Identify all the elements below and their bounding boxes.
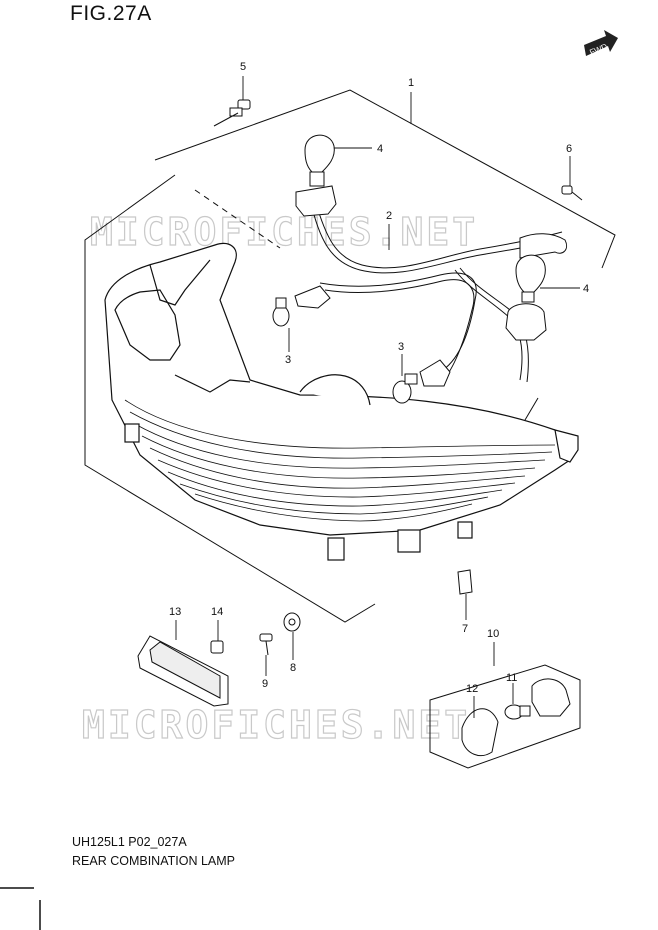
license-lamp-bulb-11 xyxy=(504,704,531,720)
callout-4-upper: 4 xyxy=(377,143,383,155)
model-code: UH125L1 P02_027A xyxy=(72,835,187,849)
callout-13: 13 xyxy=(169,606,181,618)
callout-9: 9 xyxy=(262,678,268,690)
screw-9 xyxy=(259,633,273,656)
screw-5 xyxy=(213,99,251,127)
callout-4-right: 4 xyxy=(583,283,589,295)
callout-1: 1 xyxy=(408,77,414,89)
callout-7: 7 xyxy=(462,623,468,635)
callout-12: 12 xyxy=(466,683,478,695)
bulb-socket-upper xyxy=(295,185,337,217)
license-lamp-box xyxy=(429,664,581,769)
callout-10: 10 xyxy=(487,628,499,640)
watermark-top: MICROFICHES.NET xyxy=(90,210,478,254)
forward-arrow-icon: FWD xyxy=(584,30,618,57)
license-lamp-lens-12 xyxy=(461,708,499,756)
callout-14: 14 xyxy=(211,606,223,618)
callout-8: 8 xyxy=(290,662,296,674)
callout-3-right: 3 xyxy=(398,341,404,353)
assembly-name: REAR COMBINATION LAMP xyxy=(72,854,235,868)
assembly-boundary xyxy=(84,89,616,623)
reflector-13 xyxy=(137,635,229,707)
page-corner-mark xyxy=(0,887,41,930)
leader-lines xyxy=(175,76,580,718)
callout-5: 5 xyxy=(240,61,246,73)
turn-bulb-left xyxy=(272,285,331,327)
wiring-harness xyxy=(309,199,568,383)
grommet-8 xyxy=(283,612,301,632)
callout-2: 2 xyxy=(386,210,392,222)
callout-6: 6 xyxy=(566,143,572,155)
tail-bulb-upper xyxy=(304,134,335,187)
watermark-bottom: MICROFICHES.NET xyxy=(82,703,470,747)
license-lamp-socket xyxy=(531,678,571,717)
screw-6 xyxy=(561,185,583,201)
turn-bulb-right xyxy=(392,359,451,404)
callout-11: 11 xyxy=(506,672,517,684)
tail-bulb-right xyxy=(515,254,546,303)
callout-3-left: 3 xyxy=(285,354,291,366)
bulb-socket-right xyxy=(505,303,547,341)
lamp-housing xyxy=(104,242,579,561)
nut-clip-7 xyxy=(457,569,473,595)
nut-14 xyxy=(210,640,224,654)
figure-title: FIG.27A xyxy=(70,2,152,25)
